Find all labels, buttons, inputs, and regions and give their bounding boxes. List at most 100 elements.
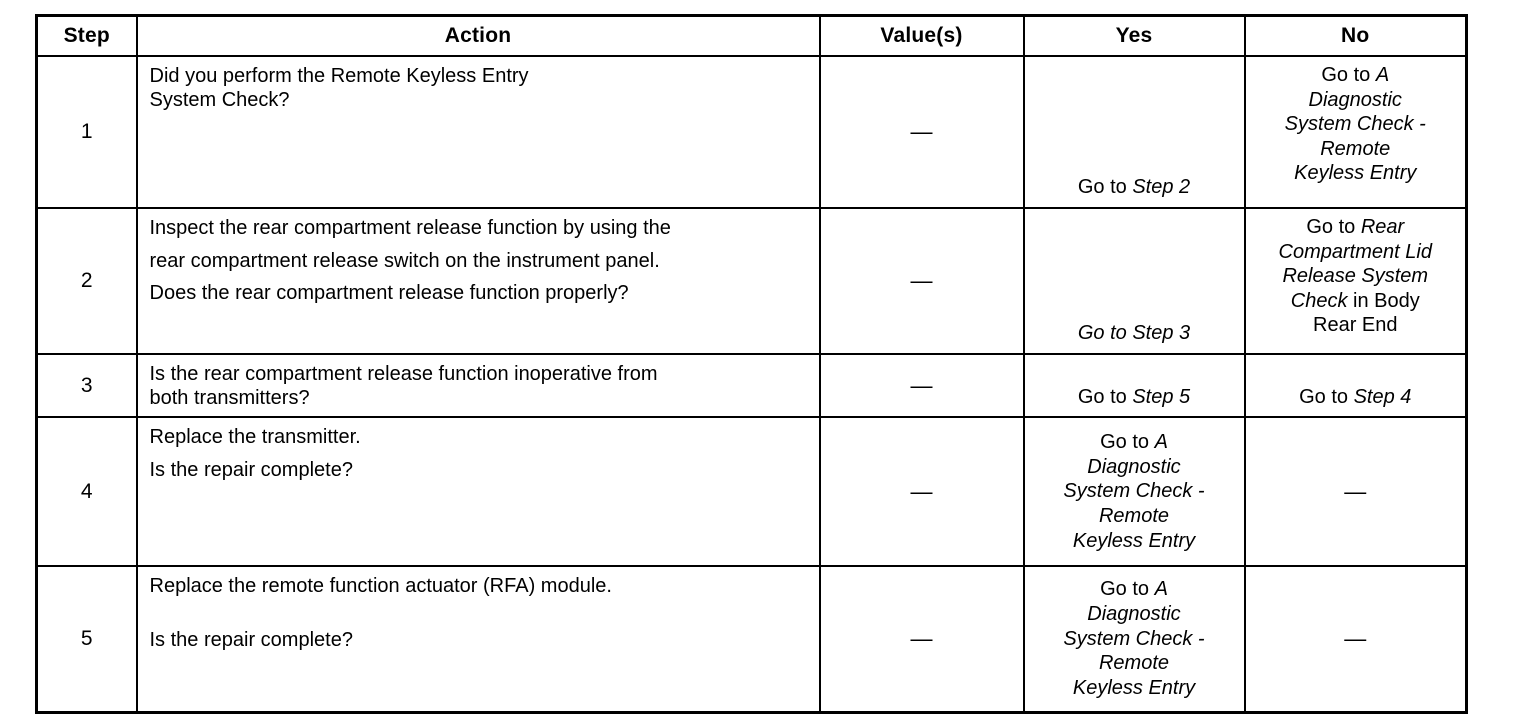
branch-text-italic: Go to Step 3 [1077,322,1191,345]
action-line: Did you perform the Remote Keyless Entry [149,65,529,87]
yes-branch-cell: Go to Step 2 [1022,55,1246,209]
step-number-cell: 3 [35,352,138,419]
branch-text-italic: Compartment Lid [1278,240,1432,263]
branch-line: Go to Step 2 [1031,175,1238,200]
no-branch-cell: — [1243,416,1468,568]
branch-text-italic: Check [1290,289,1348,312]
branch-text-roman: Go to [1100,431,1155,454]
no-branch-cell: — [1243,565,1468,714]
branch-line: Keyless Entry [1031,676,1238,701]
branch-text-italic: Remote [1098,652,1170,675]
branch-text-italic: Release System [1282,265,1429,288]
branch-text-italic: Keyless Entry [1294,162,1417,185]
branch-text-roman: — [1344,626,1367,652]
branch-line: Go to A [1031,430,1238,455]
branch-text-italic: Keyless Entry [1072,676,1196,699]
action-line: Is the rear compartment release function… [149,363,658,385]
branch-line: Go to Step 3 [1031,321,1238,346]
branch-text-italic: Step 2 [1132,176,1191,199]
branch-text-italic: System Check - [1063,480,1205,503]
action-line: Does the rear compartment release functi… [149,282,629,305]
branch-line: — [1252,478,1460,505]
branch-text-roman: in Body [1347,289,1420,312]
branch-line: Remote [1031,651,1238,676]
branch-line: Go to Step 4 [1252,385,1460,410]
table-row: 2 Inspect the rear compartment release fu… [35,207,1468,355]
branch-text-italic: Remote [1320,137,1391,160]
branch-text-roman: Rear End [1313,314,1398,337]
branch-line: Go to A [1031,577,1238,602]
action-cell: Replace the remote function actuator (RF… [135,565,821,714]
action-line: Is the repair complete? [149,458,353,481]
branch-line: Keyless Entry [1252,161,1460,186]
column-header-action: Action [135,14,821,57]
branch-text-italic: A [1375,64,1390,86]
branch-line: Diagnostic [1031,602,1238,627]
branch-line: — [1252,625,1460,652]
branch-text-italic: System Check - [1063,627,1205,650]
value-cell: — [818,416,1025,568]
column-header-yes: Yes [1022,14,1246,57]
value-cell: — [818,55,1025,209]
table-row: 5 Replace the remote function actuator (R… [35,565,1468,714]
branch-line: Diagnostic [1031,455,1238,480]
branch-text-roman: Go to [1077,385,1133,408]
branch-line: Diagnostic [1252,88,1460,113]
value-cell: — [818,352,1025,419]
branch-text-italic: Step 4 [1353,385,1412,408]
table-row: 4 Replace the transmitter. Is the repair c… [35,416,1468,568]
branch-text-roman: Go to [1321,64,1376,86]
yes-branch-cell: Go to Step 3 [1022,207,1246,355]
action-line: rear compartment release switch on the i… [149,249,660,272]
branch-text-italic: Diagnostic [1087,455,1181,478]
action-line: Replace the transmitter. [149,426,361,449]
branch-text-italic: A [1154,431,1168,454]
branch-line: Check in Body [1252,289,1460,314]
no-branch-cell: Go to Step 4 [1243,352,1468,419]
branch-line: System Check - [1031,479,1238,504]
branch-line: Rear End [1252,313,1460,338]
column-header-value: Value(s) [818,14,1025,57]
branch-text-italic: Diagnostic [1087,603,1181,626]
value-cell: — [818,565,1025,714]
action-line: Replace the remote function actuator (RF… [149,575,612,598]
branch-line: Remote [1252,137,1460,162]
step-number-cell: 4 [35,416,138,568]
action-line: Inspect the rear compartment release fun… [149,217,671,239]
step-number-cell: 2 [35,207,138,355]
branch-line: Compartment Lid [1252,240,1460,265]
table-header-row: Step Action Value(s) Yes No [35,14,1468,57]
branch-text-italic: Step 5 [1132,385,1191,408]
action-line: System Check? [149,88,290,111]
action-cell: Did you perform the Remote Keyless Entry… [135,55,821,209]
step-number-cell: 5 [35,565,138,714]
branch-text-italic: A [1154,578,1168,601]
action-cell: Inspect the rear compartment release fun… [135,207,821,355]
branch-text-roman: Go to [1306,216,1361,238]
branch-line: Release System [1252,264,1460,289]
branch-line: Go to Step 5 [1031,385,1238,410]
branch-text-italic: Remote [1098,504,1170,527]
step-number-cell: 1 [35,55,138,209]
branch-line: Keyless Entry [1031,529,1238,554]
branch-line: System Check - [1031,627,1238,652]
branch-text-italic: System Check - [1284,113,1426,136]
branch-text-roman: Go to [1100,578,1155,601]
branch-line: Go to Rear [1252,215,1460,240]
branch-line: Go to A [1252,63,1460,88]
column-header-step: Step [35,14,138,57]
branch-text-italic: Diagnostic [1308,88,1402,111]
yes-branch-cell: Go to Step 5 [1022,352,1246,419]
branch-text-roman: Go to [1077,176,1133,199]
branch-line: System Check - [1252,112,1460,137]
value-cell: — [818,207,1025,355]
